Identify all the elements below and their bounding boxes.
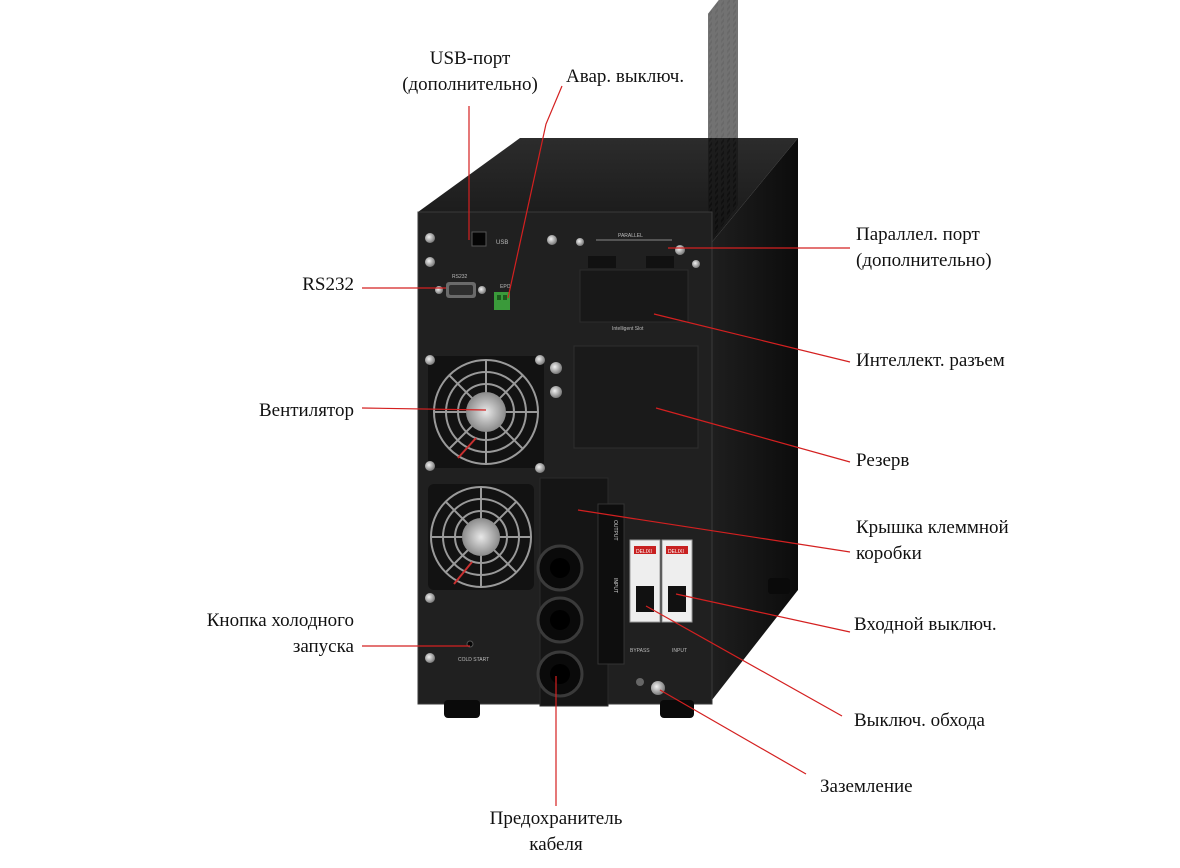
- label-epo-line1: Авар. выключ.: [566, 66, 685, 87]
- leader-lines: [361, 85, 851, 806]
- label-bypass-switch: Выключ. обхода: [854, 708, 985, 734]
- usb-port: USB: [471, 231, 508, 247]
- bypass-mark: BYPASS: [630, 648, 650, 654]
- label-cold-start-line2: запуска: [292, 636, 354, 657]
- label-fan: Вентилятор: [180, 398, 354, 424]
- fan-lower: [425, 484, 534, 603]
- label-input-switch-line1: Входной выключ.: [854, 614, 997, 635]
- input-mark: INPUT: [672, 648, 687, 654]
- label-ground: Заземление: [820, 774, 913, 800]
- label-usb-line1: USB-порт: [429, 48, 511, 69]
- chassis-side: [712, 138, 798, 700]
- label-parallel-line2: (дополнительно): [856, 250, 992, 271]
- label-terminal-cover-line2: коробки: [856, 543, 922, 564]
- epo-connector: EPO: [494, 284, 511, 310]
- side-vent: [708, 0, 738, 244]
- cold-start-mark: COLD START: [458, 657, 489, 663]
- fan-upper: [425, 355, 545, 473]
- label-terminal-cover-line1: Крышка клеммной: [856, 517, 1009, 538]
- label-rs232-line1: RS232: [302, 274, 354, 295]
- epo-mark: EPO: [500, 284, 511, 290]
- intelligent-slot-mark: Intelligent Slot: [612, 326, 644, 332]
- leader-ground: [659, 689, 807, 775]
- label-parallel-line1: Параллел. порт: [856, 224, 980, 245]
- label-cold-start: Кнопка холодного запуска: [150, 608, 354, 660]
- rs232-port: RS232: [435, 274, 486, 298]
- label-reserve-line1: Резерв: [856, 450, 910, 471]
- leader-epo: [507, 85, 563, 299]
- label-cable-fuse-line2: кабеля: [529, 834, 583, 855]
- label-ground-line1: Заземление: [820, 776, 913, 797]
- cable-glands: [536, 544, 584, 698]
- svg-text:OUTPUT: OUTPUT: [612, 520, 618, 541]
- breakers: DELIXI DELIXI BYPASS INPUT: [629, 539, 693, 654]
- cold-start-button: COLD START: [425, 640, 489, 663]
- svg-text:INPUT: INPUT: [612, 578, 618, 593]
- label-intelligent-line1: Интеллект. разъем: [856, 350, 1005, 371]
- breaker-brand-1: DELIXI: [636, 549, 652, 555]
- label-cable-fuse-line1: Предохранитель: [489, 808, 623, 829]
- leader-intelligent: [653, 313, 851, 363]
- label-cable-fuse: Предохранитель кабеля: [456, 806, 656, 858]
- label-terminal-cover: Крышка клеммной коробки: [856, 515, 1009, 567]
- leader-input-switch: [675, 593, 851, 633]
- label-rs232: RS232: [200, 272, 354, 298]
- leader-terminal-cover: [577, 509, 851, 553]
- reserve-slot: [550, 345, 699, 449]
- label-parallel-port: Параллел. порт (дополнительно): [856, 222, 992, 274]
- label-bypass-line1: Выключ. обхода: [854, 710, 985, 731]
- parallel-port-area: PARALLEL: [588, 233, 674, 268]
- label-cold-start-line1: Кнопка холодного: [206, 610, 354, 631]
- intelligent-slot: Intelligent Slot: [579, 269, 689, 332]
- label-fan-line1: Вентилятор: [258, 400, 354, 421]
- usb-mark: USB: [496, 240, 508, 246]
- rs232-mark: RS232: [452, 274, 468, 280]
- leader-bypass-switch: [645, 605, 843, 717]
- label-usb-line2: (дополнительно): [402, 74, 538, 95]
- leader-reserve: [655, 407, 851, 463]
- label-epo: Авар. выключ.: [566, 64, 684, 90]
- label-reserve: Резерв: [856, 448, 909, 474]
- label-input-switch: Входной выключ.: [854, 612, 997, 638]
- label-usb-port: USB-порт (дополнительно): [360, 46, 580, 98]
- breaker-brand-2: DELIXI: [668, 549, 684, 555]
- label-intelligent-slot: Интеллект. разъем: [856, 348, 1005, 374]
- leader-fan: [361, 407, 487, 411]
- parallel-mark: PARALLEL: [618, 233, 643, 239]
